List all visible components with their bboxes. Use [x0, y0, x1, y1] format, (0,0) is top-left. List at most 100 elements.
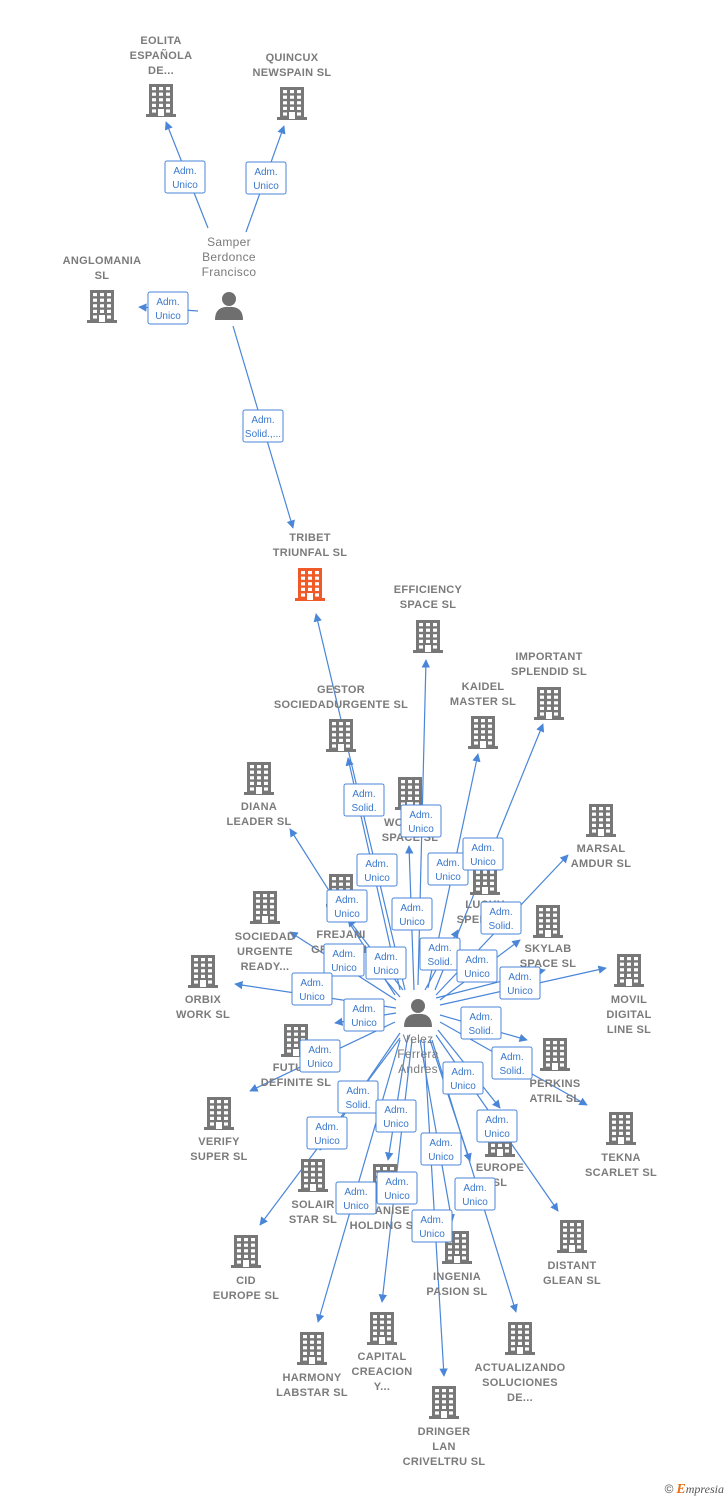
company-icon-tekna[interactable]: [606, 1112, 636, 1145]
role-line: Unico: [307, 1059, 333, 1070]
role-badge[interactable]: Adm. Unico: [442, 1061, 484, 1095]
role-line: Adm.: [451, 1067, 474, 1078]
company-icon-harmony[interactable]: [297, 1332, 327, 1365]
role-badge[interactable]: Adm.Solid.: [460, 1006, 502, 1040]
role-badge-box: [164, 160, 206, 194]
company-icon-movil[interactable]: [614, 954, 644, 987]
role-line: Adm.: [315, 1122, 338, 1133]
role-line: Adm.: [384, 1105, 407, 1116]
role-line: Unico: [484, 1129, 510, 1140]
company-icon-anglomania[interactable]: [87, 290, 117, 323]
company-label-quincux-line: NEWSPAIN SL: [253, 67, 332, 79]
role-badge[interactable]: Adm.Unico: [427, 852, 469, 886]
role-badge[interactable]: Adm.Unico: [245, 161, 287, 195]
role-badge-text: Adm. Unico: [450, 1067, 476, 1092]
role-badge[interactable]: Adm.Unico: [365, 946, 407, 980]
company-icon-solair[interactable]: [298, 1159, 328, 1192]
role-badge[interactable]: Adm.Solid.: [337, 1080, 379, 1114]
role-line: Unico: [470, 857, 496, 868]
company-icon-kaidel[interactable]: [468, 716, 498, 749]
role-badge-text: Adm.Unico: [462, 1183, 488, 1208]
company-label-orbix-line: ORBIX: [185, 994, 222, 1006]
role-badge[interactable]: Adm.Unico: [456, 949, 498, 983]
role-line: Adm.: [409, 810, 432, 821]
company-icon-capital[interactable]: [367, 1312, 397, 1345]
role-badge[interactable]: Adm.Unico: [400, 804, 442, 838]
roles-layer: Adm.UnicoAdm.UnicoAdm.UnicoAdm.Solid.,..…: [147, 160, 541, 1243]
person-label-samper-line: Francisco: [202, 265, 257, 279]
company-label-perkins-line: ATRIL SL: [530, 1093, 581, 1105]
role-line: Unico: [464, 969, 490, 980]
role-badge-text: Adm.Unico: [253, 167, 279, 192]
role-badge[interactable]: Adm.Unico: [343, 998, 385, 1032]
role-line: Adm.: [374, 952, 397, 963]
role-badge[interactable]: Adm.Unico: [411, 1209, 453, 1243]
role-badge[interactable]: Adm.Unico: [326, 889, 368, 923]
company-label-cid: CID EUROPE SL: [213, 1275, 279, 1302]
role-badge[interactable]: Adm.Unico: [335, 1181, 377, 1215]
role-badge[interactable]: Adm.Unico: [476, 1109, 518, 1143]
person-label-velez-line: Ferrera: [397, 1047, 438, 1061]
role-badge[interactable]: Adm.Unico: [375, 1099, 417, 1133]
company-label-verify-line: VERIFY: [198, 1136, 240, 1148]
company-icon-eolita[interactable]: [146, 84, 176, 117]
role-badge[interactable]: Adm.Unico: [376, 1171, 418, 1205]
company-icon-efficiency[interactable]: [413, 620, 443, 653]
company-label-cid-line: CID: [236, 1275, 256, 1287]
company-label-skylab-line: SKYLAB: [524, 943, 571, 955]
company-label-tekna-line: TEKNA: [601, 1152, 640, 1164]
role-badge[interactable]: Adm.Unico: [291, 972, 333, 1006]
company-label-cid-line: EUROPE SL: [213, 1290, 279, 1302]
role-badge-text: Adm.Solid.: [499, 1052, 524, 1077]
company-icon-verify[interactable]: [204, 1097, 234, 1130]
company-icon-marsal[interactable]: [586, 804, 616, 837]
person-icon-velez[interactable]: [404, 999, 432, 1027]
person-icon-samper[interactable]: [215, 292, 243, 320]
role-badge[interactable]: Adm.Solid.: [343, 783, 385, 817]
role-badge[interactable]: Adm.Unico: [499, 966, 541, 1000]
role-badge[interactable]: Adm.Unico: [356, 853, 398, 887]
role-badge[interactable]: Adm.Unico: [420, 1132, 462, 1166]
company-icon-orbix[interactable]: [188, 955, 218, 988]
role-badge[interactable]: Adm.Unico: [391, 897, 433, 931]
company-label-marsal-line: MARSAL: [577, 843, 626, 855]
role-badge[interactable]: Adm.Unico: [299, 1039, 341, 1073]
edge-velez-dringer: [423, 1039, 448, 1377]
company-icon-important[interactable]: [534, 687, 564, 720]
role-badge[interactable]: Adm.Unico: [462, 837, 504, 871]
role-badge[interactable]: Adm.Unico: [147, 291, 189, 325]
role-line: Unico: [450, 1081, 476, 1092]
role-badge[interactable]: Adm.Solid.: [480, 901, 522, 935]
company-icon-perkins[interactable]: [540, 1038, 570, 1071]
company-icon-distant[interactable]: [557, 1220, 587, 1253]
role-line: Adm.: [429, 1138, 452, 1149]
company-label-sociedad-line: URGENTE: [237, 946, 293, 958]
role-badge[interactable]: Adm.Solid.: [419, 937, 461, 971]
company-icon-dringer[interactable]: [429, 1386, 459, 1419]
role-line: Adm.: [420, 1215, 443, 1226]
company-icon-skylab[interactable]: [533, 905, 563, 938]
company-icon-tribet[interactable]: [295, 568, 325, 601]
role-badge-text: Adm.Unico: [364, 859, 390, 884]
role-badge[interactable]: Adm.Unico: [323, 943, 365, 977]
company-icon-cid[interactable]: [231, 1235, 261, 1268]
role-badge[interactable]: Adm.Solid.,...: [242, 409, 284, 443]
company-icon-gestor[interactable]: [326, 719, 356, 752]
role-badge-box: [299, 1039, 341, 1073]
role-badge[interactable]: Adm.Unico: [164, 160, 206, 194]
company-icon-actualizando[interactable]: [505, 1322, 535, 1355]
role-badge[interactable]: Adm.Unico: [454, 1177, 496, 1211]
company-icon-diana[interactable]: [244, 762, 274, 795]
role-badge[interactable]: Adm.Unico: [306, 1116, 348, 1150]
company-icon-sociedad[interactable]: [250, 891, 280, 924]
role-line: Unico: [435, 872, 461, 883]
company-icon-quincux[interactable]: [277, 87, 307, 120]
role-badge[interactable]: Adm.Solid.: [491, 1046, 533, 1080]
brand-watermark: © Empresia: [665, 1482, 724, 1498]
